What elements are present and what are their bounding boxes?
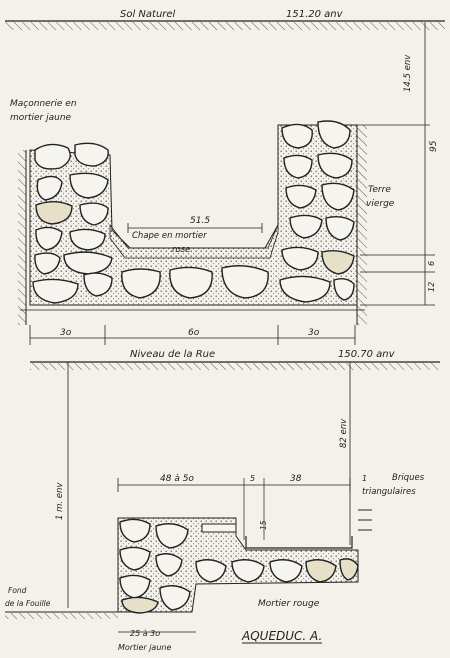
dim-channel: 6o	[188, 328, 200, 338]
dim-left-wall: 3o	[60, 328, 72, 338]
label-red-mortar: Mortier rouge	[258, 599, 320, 609]
conduit-channel	[245, 536, 353, 549]
label-earth-line1: Terre	[368, 185, 391, 195]
flat-brick	[201, 523, 237, 533]
lining-rose	[109, 223, 279, 259]
dim-small2: 1	[362, 474, 367, 483]
dim-inner-width: 51.5	[190, 216, 210, 226]
label-masonry-line1: Maçonnerie en	[10, 99, 77, 109]
dim-step: 15	[259, 520, 268, 530]
pit-hatching	[5, 613, 118, 619]
left-earth-hatch	[18, 150, 26, 325]
label-pit-line2: de la Fouille	[5, 599, 51, 608]
dim-lining: 6	[427, 261, 436, 266]
ground-label: Sol Naturel	[120, 9, 176, 20]
drawing-title: AQUEDUC. A.	[241, 629, 322, 643]
label-earth-line2: vierge	[366, 199, 395, 209]
upper-section: Sol Naturel 151.20 anv	[5, 9, 445, 345]
dim-right-wall: 3o	[308, 328, 320, 338]
left-wall-stones	[32, 142, 113, 304]
dim-base: 12	[427, 282, 436, 292]
dim-height: 82 env	[339, 418, 349, 448]
dim-bottom: 25 à 3o	[130, 629, 160, 638]
label-bricks-line1: Briques	[392, 473, 425, 483]
street-hatching	[30, 363, 440, 370]
street-label: Niveau de la Rue	[130, 349, 215, 360]
lower-section: Niveau de la Rue 150.70 anv 1 m. env 82 …	[5, 349, 440, 652]
label-yellow-mortar: Mortier jaune	[118, 643, 171, 652]
channel-void	[115, 128, 272, 240]
label-lining-line2: rose	[172, 245, 190, 255]
ground-elevation: 151.20 anv	[286, 9, 344, 20]
dim-channel-lower: 38	[290, 474, 302, 484]
dim-depth-top: 14.5 env	[403, 54, 413, 92]
dim-left-height: 1 m. env	[55, 482, 65, 520]
label-masonry-line2: mortier jaune	[10, 113, 72, 123]
label-bricks-line2: triangulaires	[362, 487, 416, 497]
street-elevation: 150.70 anv	[338, 349, 396, 360]
dim-depth-total: 95	[429, 140, 439, 152]
label-pit-line1: Fond	[8, 586, 27, 595]
label-lining-line1: Chape en mortier	[132, 231, 207, 241]
right-earth-hatch	[357, 125, 367, 325]
dim-small1: 5	[250, 474, 255, 483]
right-wall-stones	[279, 120, 355, 303]
dim-width: 48 à 5o	[160, 474, 194, 484]
ground-hatching	[5, 22, 445, 30]
lower-stones	[119, 518, 359, 614]
base-stones	[121, 265, 269, 299]
